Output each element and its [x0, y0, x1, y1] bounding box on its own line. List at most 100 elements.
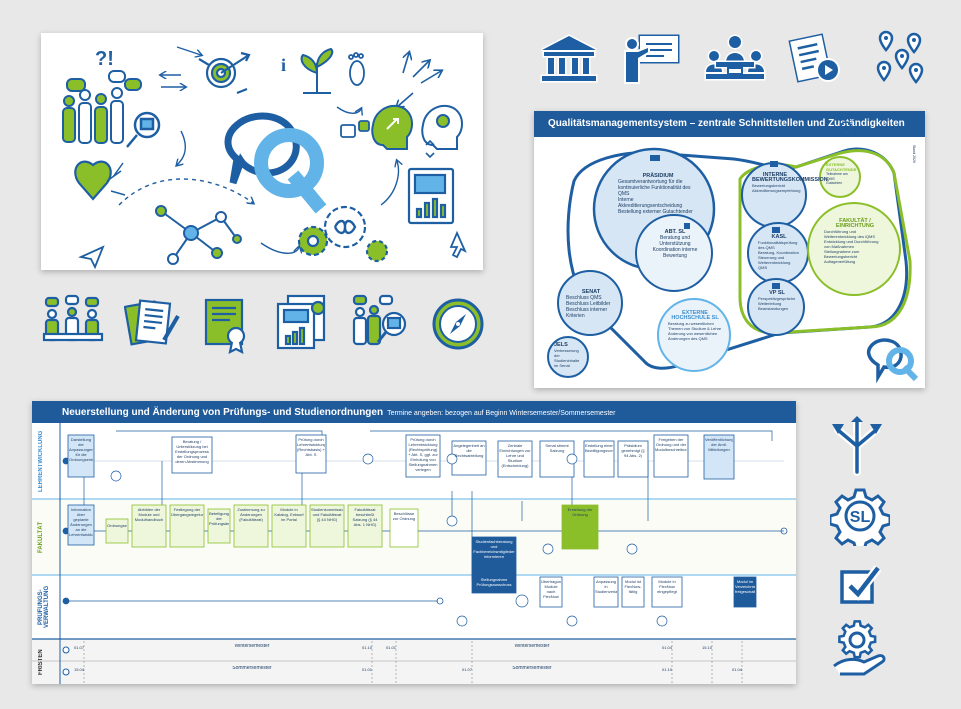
flow-fak-step: Erstellung der Ordnung	[567, 507, 593, 517]
magnifier-icon	[126, 111, 161, 148]
qm-logo-icon	[224, 112, 327, 214]
question-exclamation-icon: ?!	[95, 48, 114, 70]
interne-block: INTERNE BEWERTUNGSKOMMISSION Bewertungsb…	[752, 172, 828, 193]
cursor-icon	[78, 230, 467, 270]
qm-side-label: Stand 2020	[912, 145, 916, 163]
flow-pv-step: Modul im Verzeichnis freigeschaltet	[735, 579, 755, 594]
lane-pruefungsverwaltung: PRÜFUNGS-VERWALTUNG	[38, 585, 50, 629]
flow-top-step: Beratung / Unterstützung bei Erstellungs…	[175, 439, 209, 464]
fristen-date: 01.01.	[362, 667, 372, 672]
hand-gear-icon	[830, 620, 888, 676]
documents-icon	[124, 296, 182, 352]
flowchart-title: Neuerstellung und Änderung von Prüfungs-…	[62, 407, 384, 418]
extern-circle	[657, 298, 731, 372]
qm-diagram-title: Qualitätsmanagementsystem – zentrale Sch…	[534, 111, 925, 137]
location-pins-icon	[872, 28, 932, 90]
fristen-date: 01.04.	[732, 667, 742, 672]
flow-top-step: Präsidium genehmigt (§ 94 Abs. 2)	[621, 443, 645, 458]
flow-pv-step: Studienfachberatung und Fachbereichsmitg…	[473, 539, 515, 559]
fristen-winter-1: Wintersemester	[234, 644, 270, 649]
flow-pv-step: Module in FlexNow eingepflegt	[657, 579, 677, 594]
document-chart-icon	[407, 167, 455, 225]
flow-top-step: Prüfung durch Lehrentwicklung (Rechtsprü…	[408, 437, 438, 472]
branching-arrows-icon	[828, 416, 886, 476]
illustration-scene: ?! i	[62, 46, 467, 270]
flow-top-step: Darstellung der Anpassungen für die Ordn…	[69, 437, 93, 462]
fakultaet-circle	[807, 202, 901, 296]
flow-top-step: Veröffentlichung der Amtl. Mitteilungen	[705, 437, 733, 452]
flowchart-subtitle: Termine angeben: bezogen auf Beginn Wint…	[387, 410, 616, 417]
flow-top-step: Senat stimmt Satzung	[545, 443, 569, 453]
svg-text:SL: SL	[850, 509, 871, 526]
checkbox-icon	[838, 562, 884, 608]
network-icon	[155, 205, 242, 265]
flowchart-lanes	[32, 423, 796, 684]
jels-circle	[547, 336, 589, 378]
people-search-icon	[352, 294, 412, 352]
flow-fak-step: Festlegung der Übergangsregelungen	[171, 507, 203, 517]
fristen-date: 15.10.	[702, 645, 712, 650]
vpsl-circle	[747, 278, 805, 336]
flow-top-step: Angelegenheit an die Rechtsabteilung	[453, 443, 485, 458]
target-icon	[198, 51, 251, 95]
flowchart-title-bar: Neuerstellung und Änderung von Prüfungs-…	[32, 401, 796, 423]
jels-block: JELS Verbesserung der Studieninhalte im …	[554, 342, 580, 368]
flow-fak-step: Studienkommission und Fakultätsrat (§ 44…	[311, 507, 343, 522]
report-chart-icon	[272, 294, 330, 352]
flow-pv-step: Übertragung Module nach FlexNow	[541, 579, 561, 599]
flow-fak-step: Information über geplante Änderungen an …	[69, 507, 93, 537]
flow-fak-step: Abbilden der Module und Modulhandbuch	[134, 507, 164, 522]
lane-fakultaet: FAKULTÄT	[38, 521, 44, 553]
lane-lehrentwicklung: LEHRENTWICKLUNG	[38, 430, 44, 492]
flow-fak-step: Module in Katalog, Entwurf im Portal	[274, 507, 304, 522]
lightbulb-icon	[421, 104, 463, 150]
info-icon: i	[281, 55, 286, 75]
flow-fak-step: Zustimmung zu Änderungen (Fakultätsrat)	[237, 507, 265, 522]
fristen-date: 01.10.	[662, 667, 672, 672]
document-video-icon	[788, 32, 844, 86]
compass-icon	[430, 296, 486, 352]
flow-fak-step: Beschlüsse zur Ordnung	[392, 511, 416, 521]
flowchart-card: Neuerstellung und Änderung von Prüfungs-…	[32, 401, 796, 684]
university-icon	[538, 32, 600, 84]
flow-top-step: Prüfung durch Lehrentwicklung (Rechtsbas…	[297, 437, 325, 457]
flow-pv-step: Modul ist FlexNow-fähig	[624, 579, 642, 594]
gear-sl-icon: SL	[830, 486, 890, 546]
fristen-summer-2: Sommersemester	[512, 666, 552, 671]
flow-top-step: Erstellung einer Bewilligungsvorlage	[585, 443, 613, 453]
fristen-winter-2: Wintersemester	[514, 644, 550, 649]
externe-gutachtende-circle	[819, 156, 861, 198]
extern-block: EXTERNE HOCHSCHULE SL Beratung zu wesent…	[668, 310, 722, 341]
flow-top-step: Zentrale Einrichtungen zur Lehre und Stu…	[499, 443, 531, 468]
speech-bubbles-icon	[66, 70, 142, 92]
flow-fak-step: Beteiligung der Prüfungsämter	[209, 511, 229, 526]
flow-fak-step: Fakultätsrat beschließt Satzung (§ 44 Ab…	[352, 507, 378, 527]
flow-fak-step: Ordnungsentwurf	[107, 523, 127, 528]
certificate-icon	[202, 296, 254, 354]
flow-pv-step: Stellungnahme Prüfungsausschuss	[476, 577, 512, 587]
footprint-icon	[348, 52, 365, 86]
flow-top-step: Freigeben der Ordnung und der Modulbesch…	[655, 437, 687, 452]
heart-icon	[74, 160, 126, 201]
fristen-summer-1: Sommersemester	[232, 666, 272, 671]
presentation-icon	[622, 30, 682, 86]
praesidium-block: PRÄSIDIUM Gesamtverantwortung für die ko…	[618, 173, 693, 215]
plant-icon	[300, 47, 334, 94]
fakultaet-block: FAKULTÄT / EINRICHTUNG Durchführung und …	[824, 218, 879, 264]
lane-fristen: FRISTEN	[38, 649, 44, 675]
qm-corner-logo-icon	[866, 338, 919, 384]
fristen-date: 01.04.	[662, 645, 672, 650]
senat-circle	[557, 270, 623, 336]
people-group-icon	[62, 87, 124, 144]
fristen-date: 01.07.	[74, 645, 84, 650]
gear-small-icon	[840, 121, 852, 133]
qm-diagram-shapes	[547, 121, 919, 384]
team-meeting-icon	[42, 294, 104, 350]
fristen-date: 01.10.	[362, 645, 372, 650]
meeting-icon	[702, 32, 768, 84]
fristen-date: 15.04.	[74, 667, 84, 672]
